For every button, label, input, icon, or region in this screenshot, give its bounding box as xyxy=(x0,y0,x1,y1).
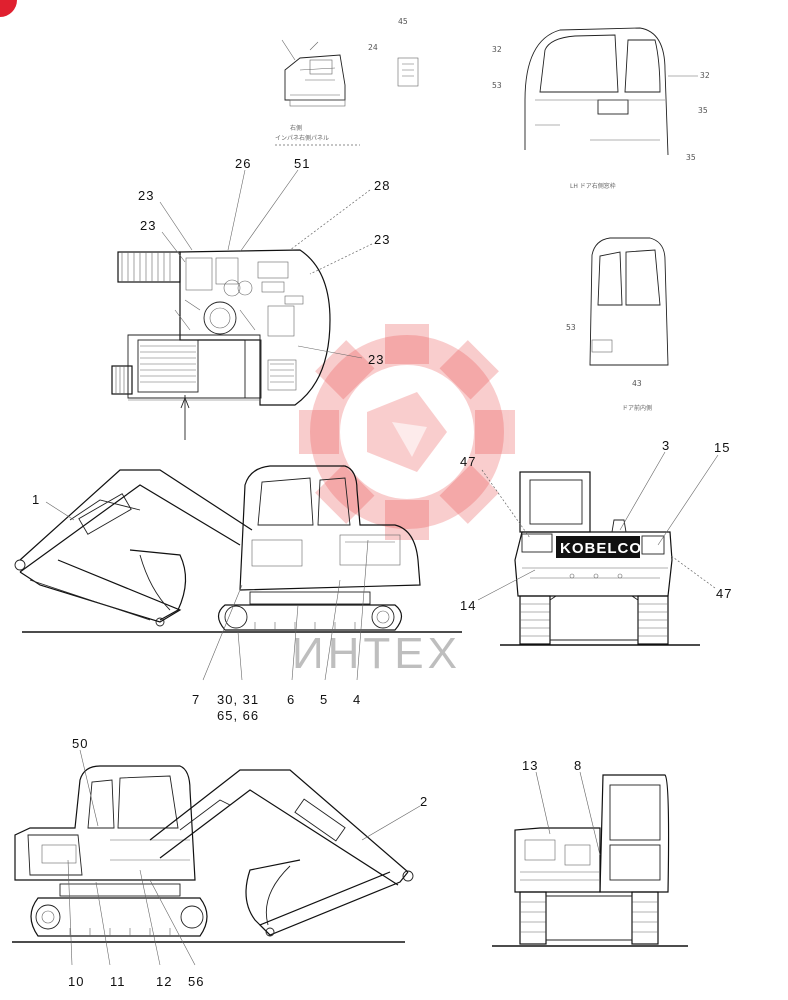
callout-26: 26 xyxy=(235,156,251,171)
callout-3: 3 xyxy=(662,438,670,453)
watermark-text: ИНТЕХ xyxy=(292,629,461,678)
detail-inset-3: 53 43 ドア前内側 xyxy=(566,237,669,412)
kobelco-brand: KOBELCO xyxy=(560,540,642,557)
callout-43: 43 xyxy=(632,379,642,388)
detail-caption-2: LH ドア右側窓枠 xyxy=(570,182,616,190)
callout-2: 2 xyxy=(420,794,428,809)
callout-32-b: 32 xyxy=(700,71,710,80)
callout-8: 8 xyxy=(574,758,582,773)
callout-35-b: 35 xyxy=(686,153,696,162)
rear-view-b xyxy=(492,774,688,947)
callout-14: 14 xyxy=(460,598,476,613)
callout-35-a: 35 xyxy=(698,106,708,115)
callout-23-c: 23 xyxy=(374,232,390,247)
watermark-gear-icon xyxy=(299,324,515,540)
callout-24: 24 xyxy=(368,43,378,52)
callout-47-a: 47 xyxy=(460,454,476,469)
callout-7: 7 xyxy=(192,692,200,707)
kobelco-plate xyxy=(556,536,640,558)
callout-45: 45 xyxy=(398,17,408,26)
callout-30-31: 30, 31 xyxy=(217,692,259,707)
callout-65-66: 65, 66 xyxy=(217,708,259,723)
side-view-right xyxy=(12,765,414,943)
callout-51: 51 xyxy=(294,156,310,171)
callout-6: 6 xyxy=(287,692,295,707)
callout-15: 15 xyxy=(714,440,730,455)
side-view-left xyxy=(14,465,462,633)
callout-50: 50 xyxy=(72,736,88,751)
rear-view: KOBELCO xyxy=(500,471,700,646)
callout-13: 13 xyxy=(522,758,538,773)
callout-56: 56 xyxy=(188,974,204,989)
detail-inset-2: 32 53 32 35 35 LH ドア右側窓枠 xyxy=(492,27,710,190)
callout-23-a: 23 xyxy=(138,188,154,203)
detail-caption-1-line1: 右側 xyxy=(290,124,302,132)
callout-23-b: 23 xyxy=(140,218,156,233)
callout-11: 11 xyxy=(110,974,126,989)
callout-1: 1 xyxy=(32,492,40,507)
side-view-right-leaders xyxy=(67,749,421,966)
detail-caption-3: ドア前内側 xyxy=(622,404,652,412)
top-view xyxy=(111,249,331,440)
top-view-leaders xyxy=(159,169,373,359)
rear-view-b-leaders xyxy=(535,771,601,856)
callout-53-b: 53 xyxy=(566,323,576,332)
corner-badge xyxy=(0,0,17,17)
callout-53: 53 xyxy=(492,81,502,90)
callout-28: 28 xyxy=(374,178,390,193)
side-view-left-leaders xyxy=(45,501,369,681)
callout-12: 12 xyxy=(156,974,172,989)
callout-23-d: 23 xyxy=(368,352,384,367)
callout-10: 10 xyxy=(68,974,84,989)
callout-47-b: 47 xyxy=(716,586,732,601)
detail-inset-1: 24 45 右側 インパネ右側パネル xyxy=(275,17,419,146)
callout-32-a: 32 xyxy=(492,45,502,54)
callout-4: 4 xyxy=(353,692,361,707)
callout-5: 5 xyxy=(320,692,328,707)
rear-view-leaders xyxy=(477,451,719,601)
detail-caption-1-line2: インパネ右側パネル xyxy=(275,134,329,142)
